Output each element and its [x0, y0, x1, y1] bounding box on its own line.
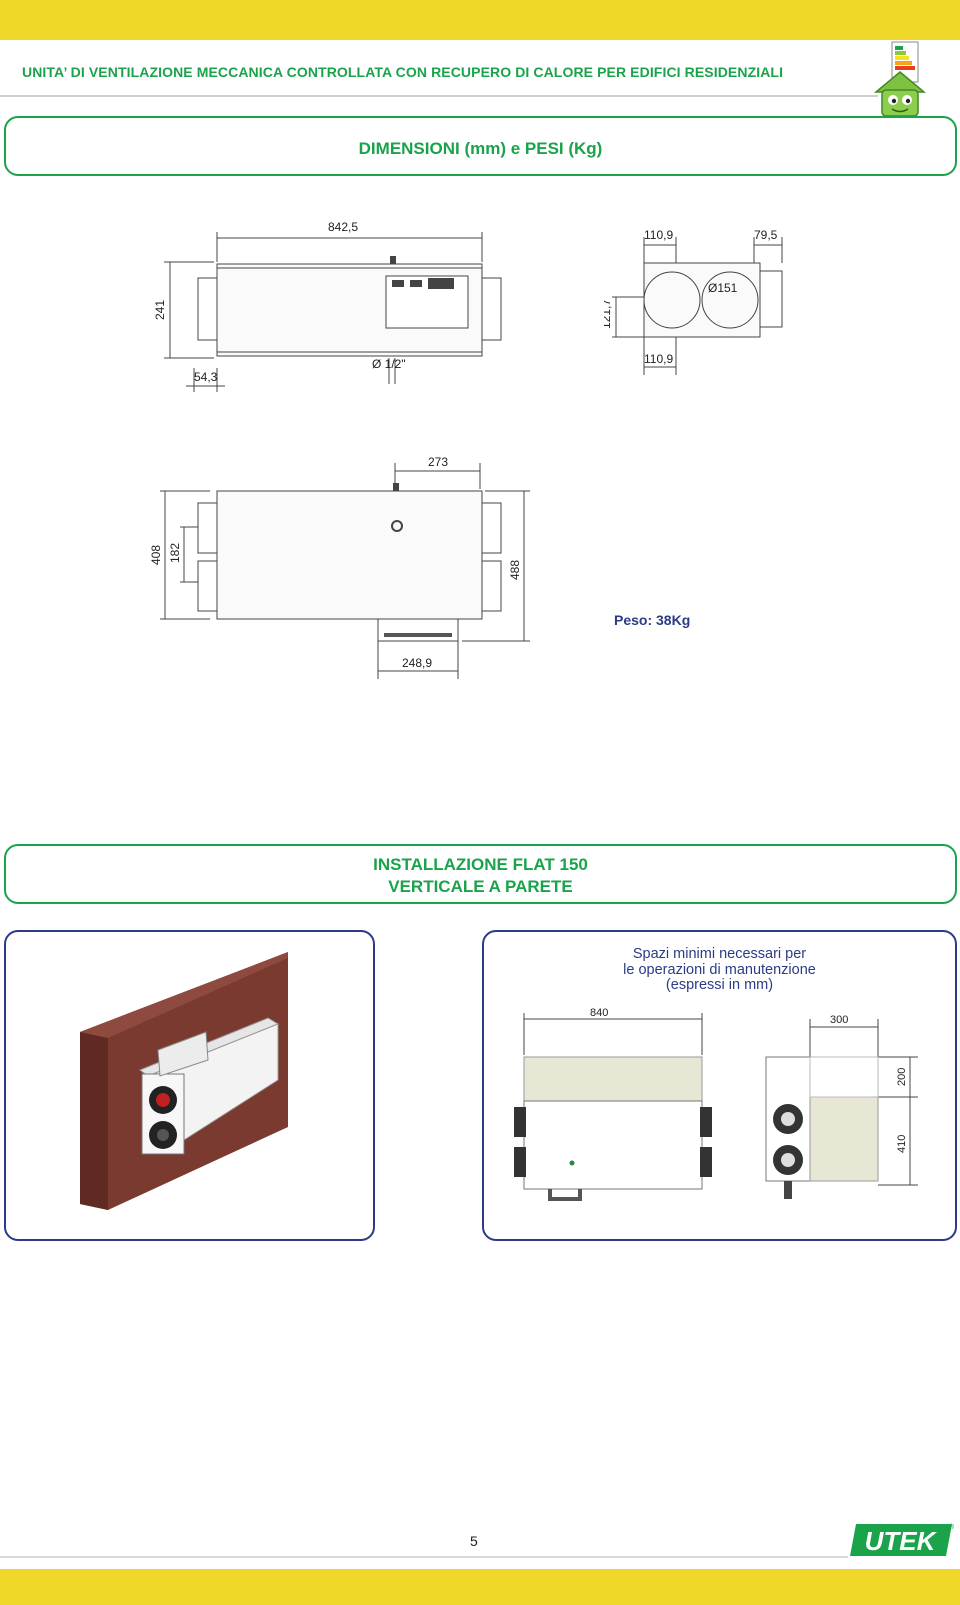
registered-mark: ® — [949, 1523, 955, 1531]
dim-side-top-left: 110,9 — [644, 228, 673, 242]
document-header-title: UNITA’ DI VENTILAZIONE MECCANICA CONTROL… — [22, 64, 784, 80]
dim-maint-width: 840 — [590, 1007, 608, 1019]
footer-divider — [0, 1556, 848, 1558]
unit-weight: Peso: 38Kg — [614, 612, 691, 628]
maintenance-caption: Spazi minimi necessari per le operazioni… — [482, 946, 957, 994]
wall-installation-panel — [4, 930, 375, 1241]
dim-front-top: 273 — [428, 455, 448, 469]
dim-front-bottom: 248,9 — [402, 656, 432, 670]
dim-top-drain: Ø 1/2" — [372, 357, 406, 371]
page-number: 5 — [470, 1533, 478, 1549]
installation-section-header: INSTALLAZIONE FLAT 150 VERTICALE A PARET… — [4, 844, 957, 904]
dim-maint-top: 200 — [896, 1068, 908, 1086]
header-divider — [0, 95, 878, 97]
dim-front-right: 488 — [508, 560, 522, 580]
energy-house-mascot-icon — [873, 41, 927, 124]
bottom-yellow-bar — [0, 1569, 960, 1605]
utek-logo: UTEK ® — [850, 1523, 955, 1556]
dim-top-spigot: 54,3 — [194, 370, 218, 384]
top-yellow-bar — [0, 0, 960, 40]
dim-top-width: 842,5 — [328, 220, 358, 234]
dim-side-height: 121,7 — [604, 299, 613, 329]
top-view-drawing: 842,5 241 54,3 Ø 1/2" — [153, 220, 502, 392]
dim-top-height: 241 — [153, 300, 167, 320]
dim-front-left-outer: 408 — [150, 545, 163, 565]
maintenance-clearance-drawing: 840 300 200 410 — [514, 1007, 918, 1201]
dimensions-title: DIMENSIONI (mm) e PESI (Kg) — [358, 139, 603, 158]
dim-maint-bottom: 410 — [896, 1135, 908, 1153]
maintenance-caption-line1: Spazi minimi necessari per — [632, 946, 807, 962]
dim-side-bottom: 110,9 — [644, 352, 673, 366]
utek-logo-text: UTEK — [865, 1526, 938, 1556]
installation-title-line2: VERTICALE A PARETE — [388, 877, 573, 896]
maintenance-caption-line3: (espressi in mm) — [665, 977, 774, 993]
maintenance-caption-line2: le operazioni di manutenzione — [623, 961, 816, 978]
dim-maint-side: 300 — [830, 1014, 848, 1026]
dim-side-top-right: 79,5 — [754, 228, 778, 242]
front-view-drawing: 273 408 182 488 248,9 — [150, 455, 530, 679]
dim-side-diameter: Ø151 — [708, 281, 738, 295]
side-view-drawing: 110,9 79,5 Ø151 121,7 110,9 — [604, 228, 783, 375]
wall-mounted-unit-illustration — [80, 952, 288, 1210]
installation-title-line1: INSTALLAZIONE FLAT 150 — [373, 855, 588, 874]
dim-front-left-inner: 182 — [168, 543, 182, 563]
dimensions-section-header: DIMENSIONI (mm) e PESI (Kg) — [4, 116, 957, 176]
